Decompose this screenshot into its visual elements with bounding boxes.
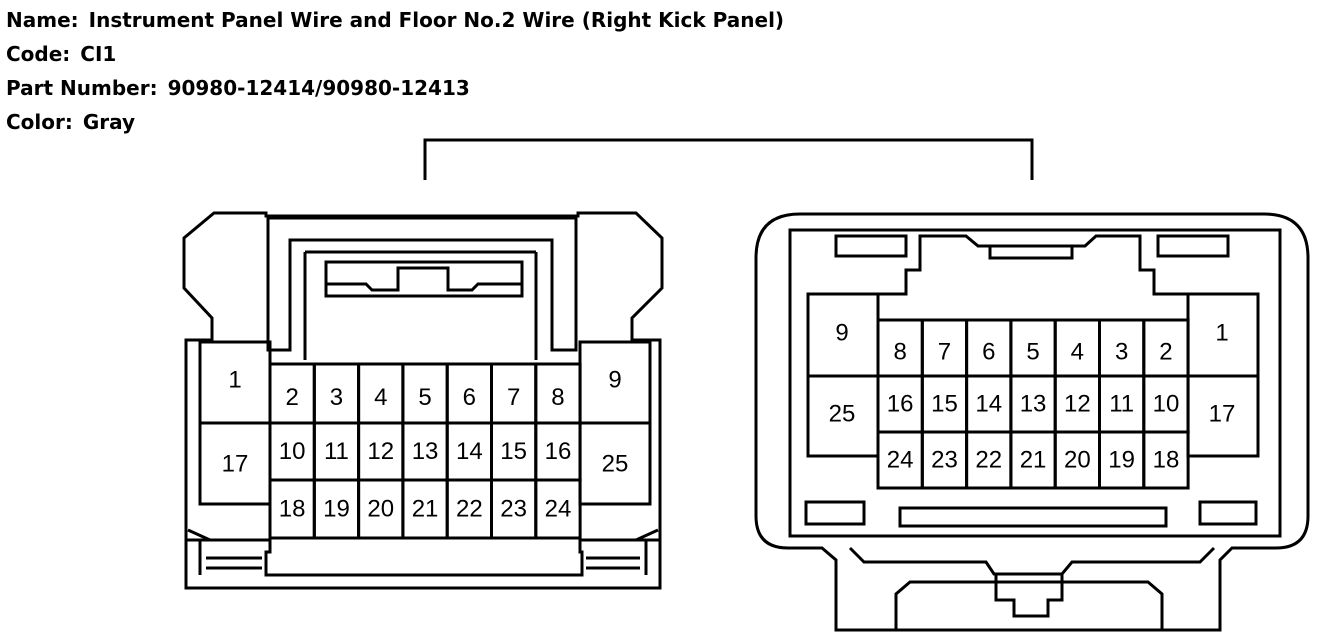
- pin-number: 5: [418, 384, 431, 411]
- part-number-label: Part Number:: [6, 76, 158, 100]
- pin-number: 11: [324, 438, 349, 465]
- right-top-key: [988, 244, 1074, 260]
- pin-cavity: [1142, 430, 1190, 490]
- right-bottom-skirt: [848, 546, 1216, 576]
- pin-number: 23: [500, 496, 527, 523]
- name-value: Instrument Panel Wire and Floor No.2 Wir…: [88, 8, 785, 32]
- pin-number: 12: [367, 438, 394, 465]
- right-connector-housing: [754, 212, 1310, 632]
- pin-number: 20: [367, 496, 394, 523]
- pin-number: 25: [829, 401, 856, 428]
- pin-number: 15: [931, 391, 958, 418]
- color-value: Gray: [82, 110, 136, 134]
- code-value: CI1: [80, 42, 117, 66]
- pin-number: 9: [608, 367, 621, 394]
- right-bottom-slot-center: [898, 506, 1168, 528]
- part-number-value: 90980-12414/90980-12413: [167, 76, 470, 100]
- pin-number: 10: [1153, 391, 1180, 418]
- pin-number: 6: [982, 339, 995, 366]
- pin-number: 18: [1153, 447, 1180, 474]
- right-connector: 8 7 6 5 4 3 2 16 15 14 13 12 11 10 24 23 22 21 20 19 18 9 25 1 1…: [754, 212, 1310, 632]
- pin-number: 5: [1026, 339, 1039, 366]
- pin-number: 8: [893, 339, 906, 366]
- pin-number: 4: [1071, 339, 1084, 366]
- pin-number: 18: [279, 496, 306, 523]
- pin-number: 17: [222, 451, 249, 478]
- pin-number: 20: [1064, 447, 1091, 474]
- pin-number: 21: [1020, 447, 1047, 474]
- pin-number: 3: [1115, 339, 1128, 366]
- pin-number: 24: [545, 496, 572, 523]
- pin-number: 25: [602, 451, 629, 478]
- pin-number: 1: [228, 367, 241, 394]
- pin-number: 8: [551, 384, 564, 411]
- left-latch-arms: [303, 250, 538, 360]
- part-number-line: Part Number: 90980-12414/90980-12413: [6, 76, 470, 100]
- pin-number: 14: [456, 438, 483, 465]
- code-line: Code: CI1: [6, 42, 116, 66]
- color-line: Color: Gray: [6, 110, 135, 134]
- pin-number: 23: [931, 447, 958, 474]
- pairing-bracket: [423, 138, 1034, 180]
- pin-number: 13: [1020, 391, 1047, 418]
- right-pin-grid: 8 7 6 5 4 3 2 16 15 14 13 12 11 10 24 23 22 21 20 19 18 9 25 1 1…: [829, 318, 1236, 490]
- code-label: Code:: [6, 42, 71, 66]
- pin-number: 14: [975, 391, 1002, 418]
- left-bottom-lock: [198, 540, 648, 575]
- right-bottom-slot-left: [804, 500, 866, 526]
- right-bottom-lock: [994, 574, 1064, 618]
- pin-number: 12: [1064, 391, 1091, 418]
- pin-number: 15: [500, 438, 527, 465]
- pin-number: 13: [412, 438, 439, 465]
- pin-number: 16: [887, 391, 914, 418]
- right-top-slot-left: [834, 234, 908, 258]
- left-latch-frame: [266, 216, 578, 352]
- pin-number: 24: [887, 447, 914, 474]
- pin-number: 9: [835, 320, 848, 347]
- left-bottom-rail: [186, 538, 660, 577]
- pin-number: 22: [975, 447, 1002, 474]
- pin-number: 16: [545, 438, 572, 465]
- pin-cavity: [534, 478, 582, 540]
- pin-number: 19: [323, 496, 350, 523]
- pin-number: 2: [285, 384, 298, 411]
- right-inner-wall: [788, 228, 1282, 538]
- pin-number: 7: [938, 339, 951, 366]
- left-latch: [324, 260, 524, 298]
- pin-number: 19: [1108, 447, 1135, 474]
- color-label: Color:: [6, 110, 73, 134]
- pin-number: 1: [1215, 320, 1228, 347]
- left-bottom-chamfer: [187, 528, 659, 542]
- pin-number: 17: [1209, 401, 1236, 428]
- right-top-slot-right: [1156, 234, 1230, 258]
- pin-number: 21: [412, 496, 439, 523]
- name-label: Name:: [6, 8, 79, 32]
- right-bottom-slot-right: [1198, 500, 1258, 526]
- left-latch-tab: [326, 266, 522, 292]
- pin-number: 22: [456, 496, 483, 523]
- name-line: Name: Instrument Panel Wire and Floor No.…: [6, 8, 784, 32]
- pin-number: 3: [330, 384, 343, 411]
- pin-number: 6: [463, 384, 476, 411]
- pin-number: 2: [1159, 339, 1172, 366]
- left-connector-housing: [182, 211, 664, 590]
- pin-number: 11: [1109, 391, 1134, 418]
- pin-number: 10: [279, 438, 306, 465]
- right-bottom-base: [894, 580, 1164, 630]
- pin-number: 7: [507, 384, 520, 411]
- pin-number: 4: [374, 384, 387, 411]
